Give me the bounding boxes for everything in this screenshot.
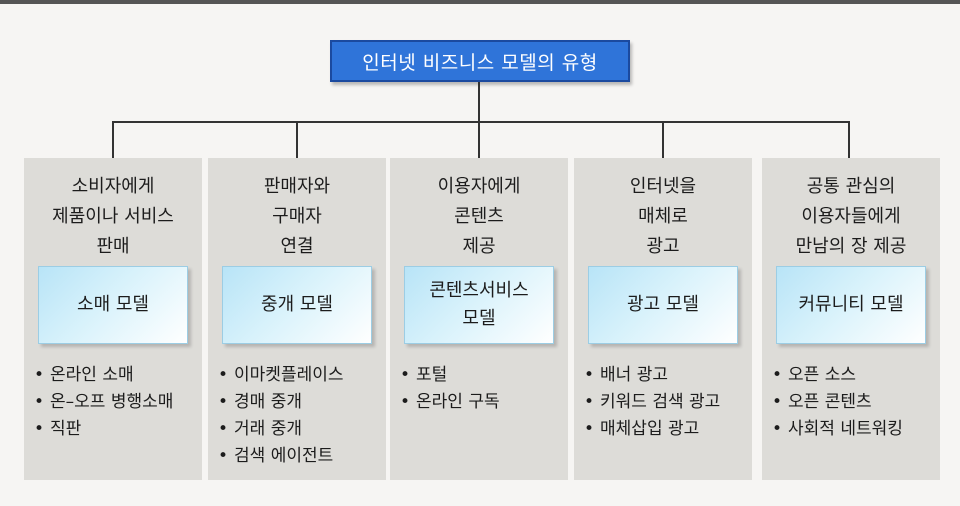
heading-line: 매체로 bbox=[638, 206, 688, 227]
column-retail: 소비자에게 제품이나 서비스 판매 소매 모델 온라인 소매 온–오프 병행소매… bbox=[24, 158, 202, 480]
connector-drop-5 bbox=[848, 121, 850, 158]
column-heading: 공통 관심의 이용자들에게 만남의 장 제공 bbox=[762, 172, 940, 262]
heading-line: 제품이나 서비스 bbox=[52, 206, 174, 227]
connector-bus bbox=[112, 121, 850, 123]
heading-line: 판매 bbox=[96, 236, 130, 257]
list-item: 온–오프 병행소매 bbox=[34, 389, 173, 416]
heading-line: 이용자에게 bbox=[437, 176, 521, 197]
list-item: 경매 중개 bbox=[218, 389, 344, 416]
heading-line: 인터넷을 bbox=[629, 176, 697, 197]
item-list: 배너 광고 키워드 검색 광고 매체삽입 광고 bbox=[584, 362, 720, 443]
heading-line: 이용자들에게 bbox=[801, 206, 901, 227]
list-item: 온라인 소매 bbox=[34, 362, 173, 389]
list-item: 거래 중개 bbox=[218, 416, 344, 443]
model-label: 커뮤니티 모델 bbox=[798, 294, 904, 315]
model-box-retail: 소매 모델 bbox=[38, 266, 188, 344]
column-brokerage: 판매자와 구매자 연결 중개 모델 이마켓플레이스 경매 중개 거래 중개 검색… bbox=[208, 158, 386, 480]
diagram-title-text: 인터넷 비즈니스 모델의 유형 bbox=[362, 51, 598, 74]
model-box-community: 커뮤니티 모델 bbox=[776, 266, 926, 344]
connector-drop-4 bbox=[662, 121, 664, 158]
heading-line: 만남의 장 제공 bbox=[795, 236, 907, 257]
column-community: 공통 관심의 이용자들에게 만남의 장 제공 커뮤니티 모델 오픈 소스 오픈 … bbox=[762, 158, 940, 480]
list-item: 포털 bbox=[400, 362, 500, 389]
column-content: 이용자에게 콘텐츠 제공 콘텐츠서비스 모델 포털 온라인 구독 bbox=[390, 158, 568, 480]
list-item: 오픈 소스 bbox=[772, 362, 903, 389]
model-box-brokerage: 중개 모델 bbox=[222, 266, 372, 344]
column-heading: 인터넷을 매체로 광고 bbox=[574, 172, 752, 262]
item-list: 오픈 소스 오픈 콘텐츠 사회적 네트워킹 bbox=[772, 362, 903, 443]
item-list: 포털 온라인 구독 bbox=[400, 362, 500, 416]
top-rule bbox=[0, 0, 960, 4]
heading-line: 제공 bbox=[462, 236, 496, 257]
list-item: 키워드 검색 광고 bbox=[584, 389, 720, 416]
list-item: 온라인 구독 bbox=[400, 389, 500, 416]
connector-drop-2 bbox=[296, 121, 298, 158]
column-heading: 소비자에게 제품이나 서비스 판매 bbox=[24, 172, 202, 262]
list-item: 매체삽입 광고 bbox=[584, 416, 720, 443]
column-heading: 이용자에게 콘텐츠 제공 bbox=[390, 172, 568, 262]
list-item: 배너 광고 bbox=[584, 362, 720, 389]
model-label: 모델 bbox=[462, 308, 496, 329]
list-item: 오픈 콘텐츠 bbox=[772, 389, 903, 416]
heading-line: 판매자와 bbox=[263, 176, 331, 197]
model-label: 중개 모델 bbox=[261, 294, 333, 315]
model-label: 콘텐츠서비스 bbox=[429, 280, 529, 301]
column-heading: 판매자와 구매자 연결 bbox=[208, 172, 386, 262]
model-box-advertising: 광고 모델 bbox=[588, 266, 738, 344]
heading-line: 소비자에게 bbox=[71, 176, 155, 197]
heading-line: 콘텐츠 bbox=[454, 206, 504, 227]
list-item: 사회적 네트워킹 bbox=[772, 416, 903, 443]
connector-drop-3 bbox=[478, 121, 480, 158]
model-label-wrap: 콘텐츠서비스 모델 bbox=[429, 277, 528, 333]
heading-line: 연결 bbox=[280, 236, 314, 257]
heading-line: 광고 bbox=[646, 236, 680, 257]
connector-trunk bbox=[478, 82, 480, 122]
heading-line: 공통 관심의 bbox=[806, 176, 896, 197]
list-item: 이마켓플레이스 bbox=[218, 362, 343, 389]
model-label: 소매 모델 bbox=[77, 294, 149, 315]
connector-drop-1 bbox=[112, 121, 114, 158]
diagram-title: 인터넷 비즈니스 모델의 유형 bbox=[330, 40, 630, 82]
model-label: 광고 모델 bbox=[627, 294, 699, 315]
item-list: 온라인 소매 온–오프 병행소매 직판 bbox=[34, 362, 173, 443]
model-box-content: 콘텐츠서비스 모델 bbox=[404, 266, 554, 344]
column-advertising: 인터넷을 매체로 광고 광고 모델 배너 광고 키워드 검색 광고 매체삽입 광… bbox=[574, 158, 752, 480]
heading-line: 구매자 bbox=[272, 206, 322, 227]
list-item: 직판 bbox=[34, 416, 173, 443]
item-list: 이마켓플레이스 경매 중개 거래 중개 검색 에이전트 bbox=[218, 362, 344, 470]
list-item: 검색 에이전트 bbox=[218, 443, 344, 470]
